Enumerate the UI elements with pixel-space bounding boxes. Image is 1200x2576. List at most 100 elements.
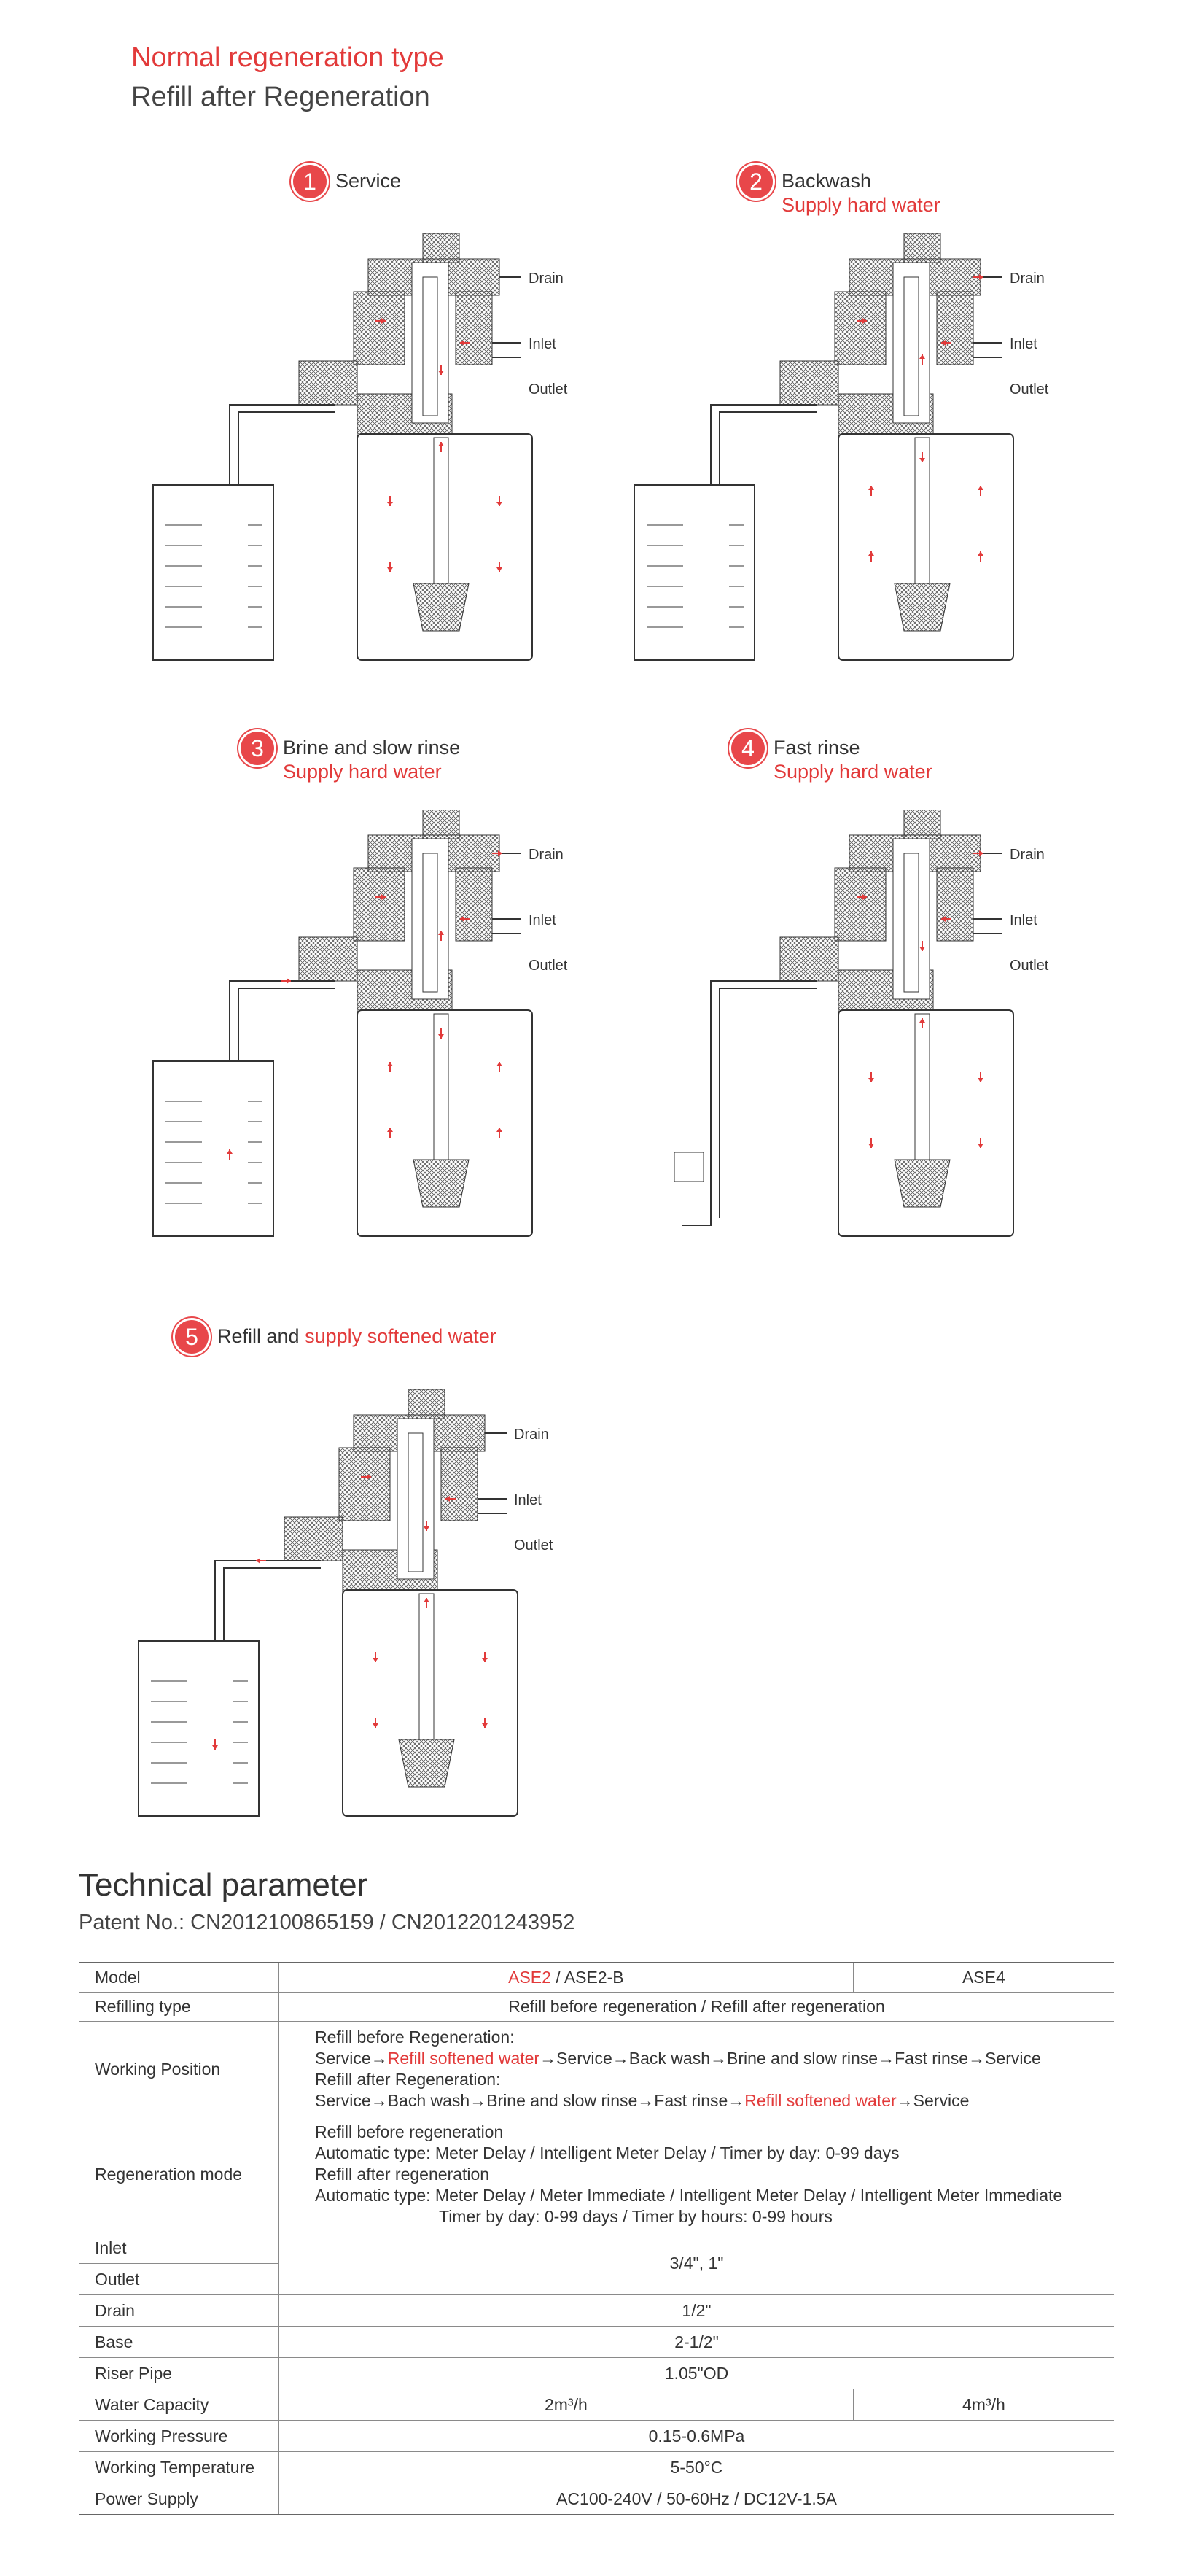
flow-arrow xyxy=(492,850,502,856)
brine-valve xyxy=(674,1152,704,1182)
row-value: 0.15-0.6MPa xyxy=(278,2420,1114,2452)
step-name: Fast rinse xyxy=(774,737,860,759)
valve-body-left xyxy=(834,291,887,365)
table-row: Drain 1/2" xyxy=(79,2294,1114,2327)
flow-arrow xyxy=(973,274,983,280)
flow-arrow xyxy=(212,1739,218,1750)
row-label: Inlet xyxy=(79,2232,279,2264)
brine-tank xyxy=(152,1060,274,1237)
outlet-label: Outlet xyxy=(529,381,568,397)
flow-arrow xyxy=(496,496,502,506)
flow-arrow xyxy=(857,894,867,900)
step-number-badge: 1 xyxy=(293,165,327,198)
flow-arrow xyxy=(496,562,502,572)
brine-line-inner xyxy=(719,988,817,1218)
row-label: Drain xyxy=(79,2294,279,2327)
drain-label: Drain xyxy=(529,847,564,863)
piston xyxy=(408,1432,424,1572)
flow-arrow xyxy=(496,1062,502,1072)
flow-arrow xyxy=(868,1138,874,1148)
flow-arrow xyxy=(387,496,393,506)
outlet-label: Outlet xyxy=(1010,958,1049,974)
valve-cap xyxy=(408,1389,445,1419)
step-number-badge: 5 xyxy=(175,1320,209,1354)
table-row: Power Supply AC100-240V / 50-60Hz / DC12… xyxy=(79,2483,1114,2515)
row-label: Base xyxy=(79,2326,279,2358)
flow-arrow xyxy=(868,486,874,496)
valve-body-left xyxy=(353,291,405,365)
valve-body-right xyxy=(455,291,493,365)
tech-title: Technical parameter xyxy=(79,1867,368,1903)
flow-arrow xyxy=(460,916,470,922)
flow-arrow xyxy=(438,931,444,941)
step-5-label: 5 Refill and supply softened water xyxy=(175,1320,496,1354)
row-value: 3/4", 1" xyxy=(278,2232,1114,2295)
flow-arrow xyxy=(445,1496,456,1502)
flow-arrow xyxy=(387,1128,393,1138)
injector-block xyxy=(779,936,839,982)
row-value: Refill before regeneration / Refill afte… xyxy=(278,1992,1114,2022)
valve-body-left xyxy=(834,867,887,942)
table-row: Refilling type Refill before regeneratio… xyxy=(79,1992,1114,2022)
flow-arrow xyxy=(919,354,925,365)
step-4-label: 4 Fast rinse Supply hard water xyxy=(731,732,932,784)
flow-arrow xyxy=(941,340,951,346)
injector-block xyxy=(298,360,358,406)
flow-arrow xyxy=(857,318,867,324)
outlet-label: Outlet xyxy=(529,958,568,974)
row-label: Model xyxy=(79,1962,279,1993)
row-label: Riser Pipe xyxy=(79,2357,279,2389)
inlet-label: Inlet xyxy=(529,336,556,352)
step-number-badge: 4 xyxy=(731,732,765,765)
brine-tank xyxy=(152,484,274,661)
flow-arrow xyxy=(978,486,983,496)
flow-arrow xyxy=(438,442,444,452)
step-name: Backwash xyxy=(782,170,872,192)
drain-label: Drain xyxy=(1010,271,1045,287)
step-number-badge: 3 xyxy=(241,732,274,765)
step-name: Service xyxy=(335,170,402,192)
inlet-label: Inlet xyxy=(514,1492,542,1508)
step-name-highlight: supply softened water xyxy=(305,1325,496,1347)
flow-arrow xyxy=(373,1652,378,1662)
table-row: Inlet 3/4", 1" xyxy=(79,2232,1114,2295)
flow-arrow xyxy=(973,850,983,856)
inlet-label: Inlet xyxy=(1010,336,1037,352)
flow-arrow xyxy=(868,1072,874,1082)
injector-block xyxy=(284,1516,343,1561)
table-row: Working Temperature 5-50°C xyxy=(79,2451,1114,2483)
valve-cap xyxy=(422,810,460,839)
section-subtitle: Refill after Regeneration xyxy=(131,82,430,112)
model-b: ASE4 xyxy=(853,1962,1114,1993)
flow-arrow xyxy=(978,551,983,562)
flow-arrow xyxy=(361,1474,371,1480)
flow-arrow xyxy=(919,1018,925,1028)
row-label: Water Capacity xyxy=(79,2389,279,2421)
row-label: Working Pressure xyxy=(79,2420,279,2452)
brine-tank xyxy=(138,1640,260,1817)
flow-arrow xyxy=(373,1718,378,1728)
inlet-label: Inlet xyxy=(1010,912,1037,928)
valve-cap xyxy=(422,233,460,263)
flow-arrow xyxy=(387,1062,393,1072)
row-value: 1/2" xyxy=(278,2294,1114,2327)
row-value: Refill before regeneration Automatic typ… xyxy=(278,2117,1114,2232)
step-subtitle: Supply hard water xyxy=(782,194,940,216)
drain-label: Drain xyxy=(1010,847,1045,863)
step-3-label: 3 Brine and slow rinse Supply hard water xyxy=(241,732,460,784)
step-subtitle: Supply hard water xyxy=(774,761,932,783)
section-title: Normal regeneration type xyxy=(131,42,444,73)
flow-arrow xyxy=(868,551,874,562)
table-row: Working Pressure 0.15-0.6MPa xyxy=(79,2420,1114,2452)
drain-label: Drain xyxy=(529,271,564,287)
row-value: 5-50°C xyxy=(278,2451,1114,2483)
row-value: 2-1/2" xyxy=(278,2326,1114,2358)
valve-cap xyxy=(903,810,941,839)
flow-arrow xyxy=(424,1521,429,1531)
valve-body-right xyxy=(936,867,974,942)
outlet-label: Outlet xyxy=(514,1537,553,1553)
distributor xyxy=(894,1159,951,1208)
valve-body-right xyxy=(440,1447,478,1521)
flow-arrow xyxy=(438,1028,444,1039)
